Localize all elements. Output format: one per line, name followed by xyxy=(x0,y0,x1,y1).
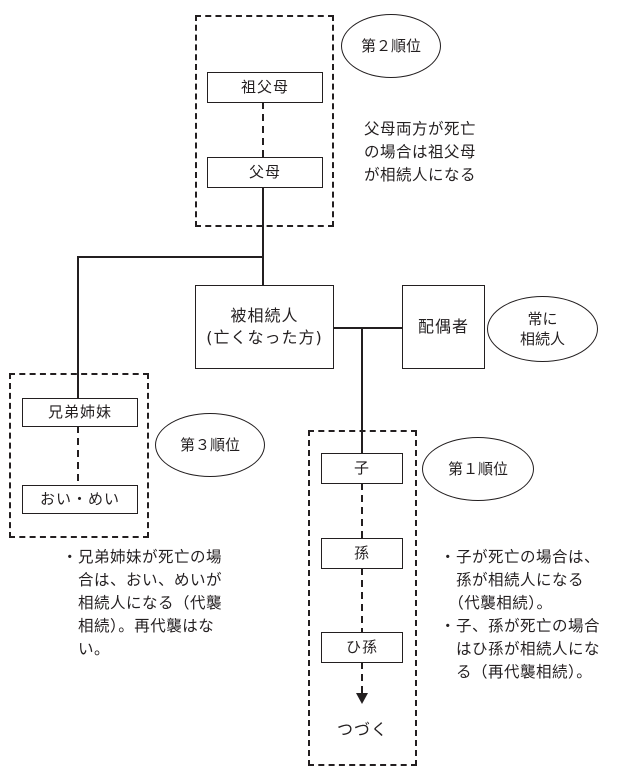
node-siblings: 兄弟姉妹 xyxy=(22,398,138,427)
badge-rank1: 第１順位 xyxy=(422,437,534,501)
note-rank1: ・子が死亡の場合は、 孫が相続人になる （代襲相続）。 ・子、孫が死亡の場合 は… xyxy=(440,548,601,681)
arrow-down-icon xyxy=(356,693,368,704)
node-child: 子 xyxy=(321,453,403,484)
node-grandparents: 祖父母 xyxy=(207,72,323,103)
rank1-group xyxy=(308,430,417,766)
rank3-group xyxy=(9,373,149,538)
note-rank2: 父母両方が死亡 の場合は祖父母 が相続人になる xyxy=(364,120,477,184)
node-spouse: 配偶者 xyxy=(402,285,485,369)
badge-rank3: 第３順位 xyxy=(155,413,265,477)
badge-rank2: 第２順位 xyxy=(341,14,441,78)
rank2-group xyxy=(195,15,334,227)
node-nephews-nieces: おい・めい xyxy=(22,485,138,514)
node-grandchild: 孫 xyxy=(321,538,403,569)
badge-spouse-always: 常に 相続人 xyxy=(487,296,598,362)
node-decedent: 被相続人 (亡くなった方) xyxy=(195,285,334,369)
continues-label: つづく xyxy=(336,720,388,739)
note-rank3: ・兄弟姉妹が死亡の場 合は、おい、めいが 相続人になる（代襲 相続）。再代襲はな… xyxy=(62,548,223,658)
node-parents: 父母 xyxy=(207,157,323,188)
node-great-grandchild: ひ孫 xyxy=(321,632,403,663)
